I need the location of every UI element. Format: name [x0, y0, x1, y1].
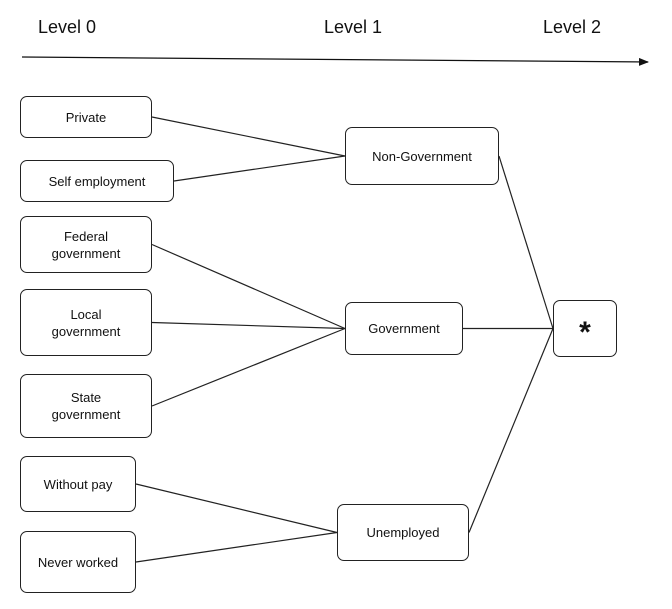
level-1-label: Level 1	[324, 17, 383, 37]
node-government: Government	[345, 302, 463, 355]
edge-state_government-to-government	[151, 327, 346, 407]
edge-layer	[135, 116, 554, 563]
node-private: Private	[20, 96, 152, 138]
level-0-label: Level 0	[38, 17, 97, 37]
node-local-government: Local government	[20, 289, 152, 356]
edge-self_employment-to-non_government	[173, 155, 346, 182]
level-2-label: Level 2	[543, 17, 602, 37]
node-federal-government: Federal government	[20, 216, 152, 273]
edge-unemployed-to-root	[468, 328, 554, 533]
edge-local_government-to-government	[151, 321, 346, 330]
node-non-government: Non-Government	[345, 127, 499, 185]
edge-private-to-non_government	[151, 116, 346, 157]
node-unemployed: Unemployed	[337, 504, 469, 561]
edge-never_worked-to-unemployed	[135, 531, 338, 563]
node-state-government: State government	[20, 374, 152, 438]
node-without-pay: Without pay	[20, 456, 136, 512]
node-self-employment: Self employment	[20, 160, 174, 202]
edge-federal_government-to-government	[151, 243, 346, 330]
level-axis-arrow	[21, 56, 649, 66]
node-root-asterisk: *	[553, 300, 617, 357]
edge-non_government-to-root	[498, 155, 554, 329]
edge-without_pay-to-unemployed	[135, 483, 338, 534]
node-never-worked: Never worked	[20, 531, 136, 593]
